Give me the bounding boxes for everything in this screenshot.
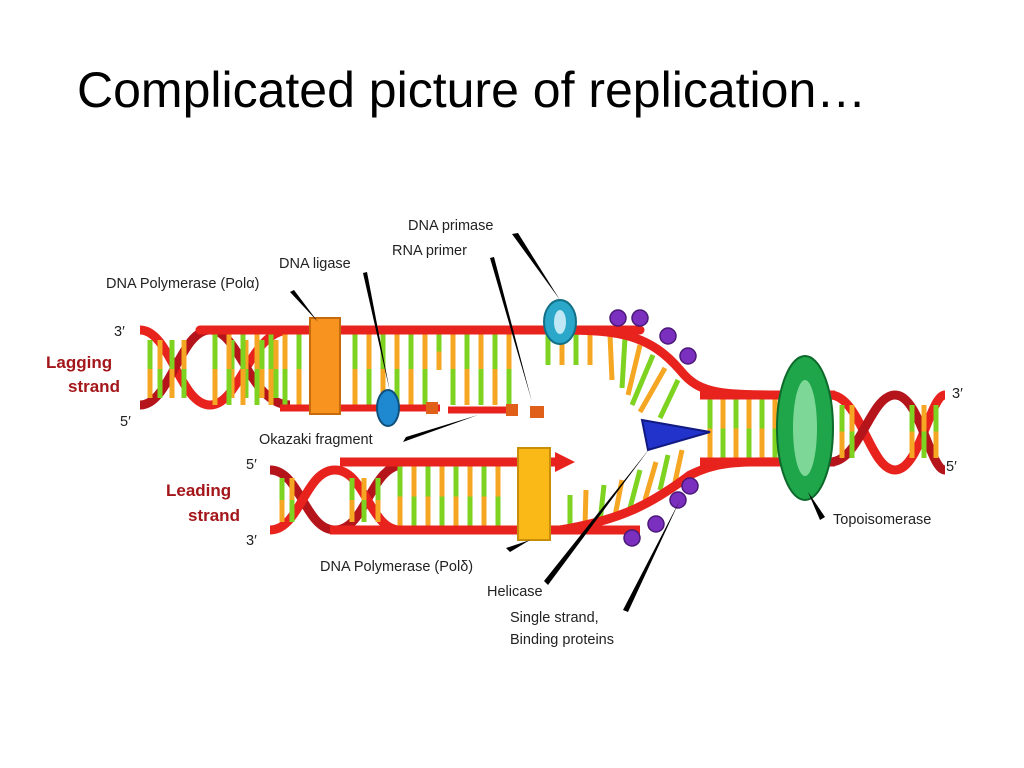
ssb-protein — [623, 529, 641, 547]
label-pol-delta: DNA Polymerase (Polδ) — [320, 559, 473, 575]
base-pair — [582, 489, 589, 527]
base-pair — [607, 334, 615, 381]
ssb-protein — [631, 309, 649, 327]
base-pair — [657, 378, 681, 420]
base-pair — [627, 469, 643, 509]
label-topoisomerase: Topoisomerase — [833, 512, 931, 528]
label-dna-primase: DNA primase — [408, 218, 493, 234]
primase-enzyme — [543, 299, 577, 345]
primer-mark — [426, 402, 438, 414]
pointer-lines — [290, 233, 825, 612]
ssb-protein — [659, 327, 677, 345]
ssb-protein — [609, 309, 627, 327]
label-rna-primer: RNA primer — [392, 243, 467, 259]
label-ssb-line1: Single strand, — [510, 610, 599, 626]
slide-title: Complicated picture of replication… — [77, 62, 867, 118]
label-helicase: Helicase — [487, 584, 543, 600]
parental-duplex — [700, 390, 947, 475]
ssb-protein — [669, 491, 687, 509]
pol-delta-enzyme — [517, 447, 551, 541]
label-leading-2: strand — [188, 506, 240, 525]
label-lagging-1: Lagging — [46, 353, 112, 372]
pol-alpha-enzyme — [309, 317, 341, 415]
label-pol-alpha: DNA Polymerase (Polα) — [106, 276, 259, 292]
rna-primer-mark — [530, 406, 544, 418]
primer-mark — [506, 404, 518, 416]
base-pair — [657, 454, 671, 491]
label-lead-5prime: 5′ — [246, 457, 257, 473]
label-ssb-line2: Binding proteins — [510, 632, 614, 648]
helicase-enzyme — [640, 418, 711, 452]
base-pair — [629, 354, 656, 406]
label-okazaki-fragment: Okazaki fragment — [259, 432, 373, 448]
label-dna-ligase: DNA ligase — [279, 256, 351, 272]
label-leading-1: Leading — [166, 481, 231, 500]
base-pair — [625, 344, 643, 396]
ssb-protein — [681, 477, 699, 495]
label-lagging-2: strand — [68, 377, 120, 396]
ligase-enzyme — [376, 389, 400, 427]
label-lag-5prime: 5′ — [120, 414, 131, 430]
base-pair — [619, 337, 628, 389]
label-lead-3prime: 3′ — [246, 533, 257, 549]
label-lag-3prime: 3′ — [114, 324, 125, 340]
label-right-3prime: 3′ — [952, 386, 963, 402]
base-pair — [597, 484, 607, 523]
ssb-protein — [679, 347, 697, 365]
ssb-protein — [647, 515, 665, 533]
topoisomerase-enzyme — [776, 355, 834, 501]
base-pair — [642, 461, 659, 501]
label-right-5prime: 5′ — [946, 459, 957, 475]
leading-arrowhead — [555, 452, 575, 472]
ssb-proteins — [609, 309, 699, 547]
base-pair — [637, 366, 668, 414]
base-pair — [672, 449, 685, 483]
